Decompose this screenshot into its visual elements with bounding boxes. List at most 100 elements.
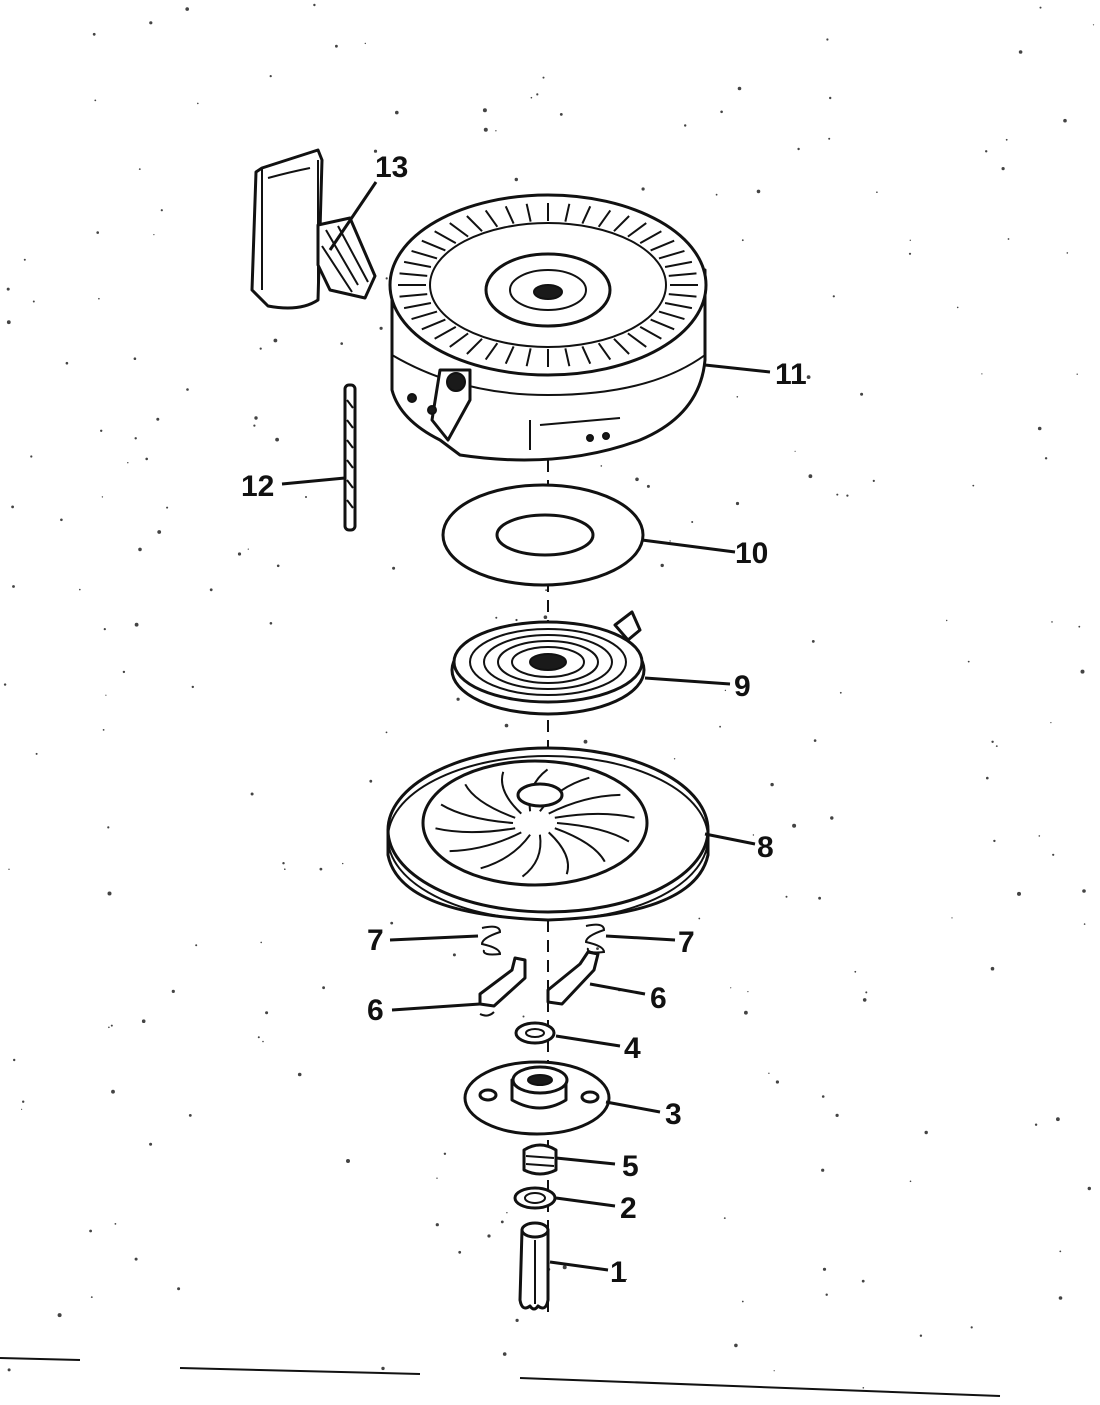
paper-speck xyxy=(741,239,744,242)
paper-speck xyxy=(530,96,533,99)
housing-fin xyxy=(658,310,685,321)
paper-speck xyxy=(1017,891,1021,896)
paper-speck xyxy=(821,1168,825,1172)
paper-speck xyxy=(770,782,774,787)
paper-speck xyxy=(909,1180,912,1183)
paper-speck xyxy=(669,540,671,542)
paper-speck xyxy=(1056,1117,1060,1122)
housing-fin xyxy=(403,260,432,268)
paper-speck xyxy=(3,683,7,686)
paper-speck xyxy=(133,357,137,361)
pulley-vane xyxy=(501,771,522,815)
paper-speck xyxy=(821,1095,825,1098)
paper-speck xyxy=(92,32,96,36)
housing-fin xyxy=(504,345,515,365)
paper-speck xyxy=(254,416,258,420)
paper-speck xyxy=(273,338,278,343)
paper-speck xyxy=(985,150,988,153)
paper-speck xyxy=(862,998,867,1002)
paper-speck xyxy=(635,477,639,482)
part-7-pawl-spring-left xyxy=(480,925,502,956)
paper-speck xyxy=(297,1072,302,1077)
paper-speck xyxy=(6,320,11,325)
paper-speck xyxy=(724,689,727,692)
paper-speck xyxy=(1034,1123,1038,1126)
paper-speck xyxy=(458,1250,462,1254)
paper-speck xyxy=(990,966,995,971)
housing-fin xyxy=(399,272,428,277)
callout-8: 8 xyxy=(757,831,774,864)
paper-speck xyxy=(543,615,548,619)
paper-speck xyxy=(90,1296,93,1298)
part-9-recoil-spring xyxy=(450,610,646,716)
paper-speck xyxy=(185,7,189,11)
paper-speck xyxy=(101,496,104,498)
paper-speck xyxy=(956,306,959,309)
paper-speck xyxy=(673,758,676,760)
paper-speck xyxy=(395,110,399,115)
housing-fin xyxy=(525,348,532,367)
part-10-washer-plate xyxy=(441,483,645,587)
housing-fin xyxy=(597,209,612,228)
paper-speck xyxy=(995,745,998,747)
pulley-vane xyxy=(521,834,542,878)
housing-fin xyxy=(627,332,647,348)
pulley-vanes xyxy=(435,768,635,878)
paper-speck xyxy=(284,868,286,870)
paper-speck xyxy=(127,462,129,464)
housing-fin xyxy=(658,249,685,260)
part-7-pawl-spring-right xyxy=(584,923,606,954)
paper-speck xyxy=(908,252,912,255)
part-13-starter-handle xyxy=(250,148,377,310)
paper-speck xyxy=(792,823,797,828)
housing-fin xyxy=(525,203,532,222)
paper-speck xyxy=(720,110,723,114)
paper-speck xyxy=(134,437,137,440)
paper-speck xyxy=(369,779,373,783)
paper-speck xyxy=(138,547,142,552)
paper-speck xyxy=(111,1089,115,1094)
paper-speck xyxy=(1083,923,1086,925)
paper-speck xyxy=(435,1223,439,1227)
paper-speck xyxy=(1078,625,1081,628)
paper-speck xyxy=(737,86,742,91)
paper-speck xyxy=(825,1293,828,1296)
paper-speck xyxy=(1005,138,1008,141)
paper-speck xyxy=(482,108,487,113)
paper-speck xyxy=(1038,835,1041,837)
paper-speck xyxy=(504,723,509,728)
paper-speck xyxy=(98,297,100,300)
housing-fin xyxy=(639,326,662,340)
callout-6-left: 6 xyxy=(367,994,384,1027)
pulley-vane xyxy=(548,793,621,815)
paper-speck xyxy=(741,1300,744,1303)
paper-speck xyxy=(335,44,338,48)
paper-speck xyxy=(818,896,821,900)
paper-speck xyxy=(322,986,325,990)
callout-5: 5 xyxy=(622,1150,639,1183)
paper-speck xyxy=(909,239,911,241)
paper-speck xyxy=(487,1234,491,1238)
paper-speck xyxy=(839,691,842,694)
housing-fin xyxy=(484,342,499,361)
paper-speck xyxy=(177,1287,181,1291)
paper-speck xyxy=(197,102,199,105)
paper-speck xyxy=(30,455,33,458)
paper-speck xyxy=(32,300,35,303)
callout-3: 3 xyxy=(665,1098,682,1131)
callout-7-left: 7 xyxy=(367,924,384,957)
paper-speck xyxy=(830,816,834,820)
part-5-screw xyxy=(522,1143,558,1176)
paper-speck xyxy=(1082,889,1086,893)
paper-speck xyxy=(773,1370,775,1372)
paper-speck xyxy=(108,1026,110,1029)
paper-speck xyxy=(991,740,994,743)
paper-speck xyxy=(166,506,169,509)
paper-speck xyxy=(500,1220,504,1224)
paper-speck xyxy=(829,96,832,100)
housing-fin xyxy=(449,332,469,348)
paper-speck xyxy=(1052,853,1055,856)
pulley-vane xyxy=(449,831,522,853)
callout-9: 9 xyxy=(734,670,751,703)
paper-speck xyxy=(1007,238,1010,240)
